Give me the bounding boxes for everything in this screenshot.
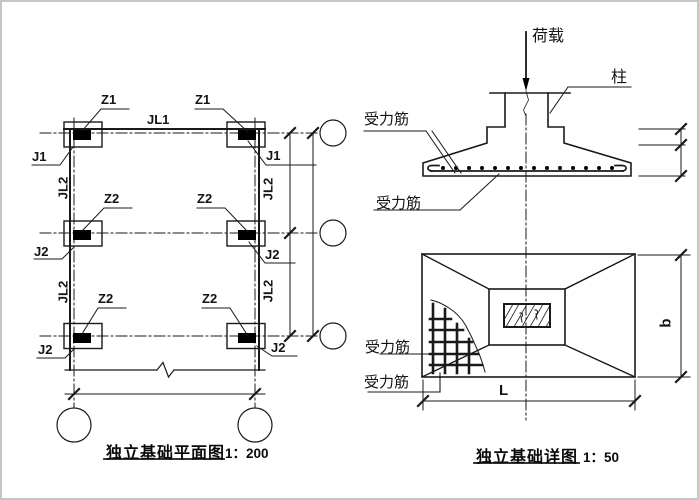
column-label: 柱 (611, 69, 628, 86)
section-dimension-lines (638, 128, 686, 177)
plan-leader-lines (31, 108, 317, 359)
grid-bubbles (56, 119, 347, 443)
column-label-z1: Z1 (195, 92, 211, 107)
detail-dimension-ticks (416, 248, 688, 408)
dim-width-label: b (657, 318, 675, 328)
plan-scale: 1：200 (225, 446, 269, 461)
load-arrow (522, 31, 530, 117)
column-label-z1: Z1 (101, 92, 117, 107)
detail-view-linework (367, 248, 691, 464)
plan-break-line (64, 361, 266, 379)
detail-title: 独立基础详图 (476, 449, 579, 466)
plan-title: 独立基础平面图 (106, 445, 226, 462)
plan-beam-lines (63, 128, 266, 371)
detail-breakline-curve (430, 299, 486, 373)
footing-label-j2: J2 (38, 342, 53, 357)
detail-scale: 1：50 (583, 450, 620, 465)
beam-label-jl2: JL2 (260, 279, 276, 303)
plan-view-linework (31, 108, 347, 460)
detail-leader-lines (367, 353, 448, 393)
footing-label-j2: J2 (34, 244, 49, 259)
footing-label-j1: J1 (32, 149, 47, 164)
rebar-label: 受力筋 (376, 196, 422, 212)
footing-label-j1: J1 (266, 148, 281, 163)
column-label-z2: Z2 (104, 191, 120, 206)
column-label-z2: Z2 (98, 291, 114, 306)
detail-inner-rect (488, 288, 566, 346)
foundation-section-outline (422, 92, 632, 177)
beam-label-jl1: JL1 (147, 112, 170, 127)
rebar-label: 受力筋 (364, 375, 410, 391)
rebar-label: 受力筋 (365, 340, 411, 356)
detail-dimension-lines (422, 254, 691, 411)
section-view-linework (363, 31, 688, 421)
section-leader-lines (363, 86, 632, 211)
section-rebar-dots (441, 166, 614, 170)
section-rebar-bar (427, 164, 627, 172)
column-label-z2: Z2 (197, 191, 213, 206)
load-label: 荷载 (532, 28, 565, 45)
beam-label-jl2: JL2 (55, 280, 71, 304)
footing-outlines (63, 121, 266, 350)
plan-dimension-ticks (67, 126, 320, 401)
column-sections (73, 130, 256, 343)
beam-label-jl2: JL2 (55, 176, 71, 200)
detail-rebar-grid (428, 302, 484, 375)
beam-label-jl2: JL2 (260, 177, 276, 201)
dim-length-label: L (499, 382, 509, 399)
footing-label-j2: J2 (265, 247, 280, 262)
footing-label-j2: J2 (271, 340, 286, 355)
rebar-label: 受力筋 (364, 112, 410, 128)
column-label-z2: Z2 (202, 291, 218, 306)
detail-outer-rect (421, 253, 636, 378)
section-dimension-ticks (674, 122, 688, 183)
detail-column-section (503, 303, 551, 328)
